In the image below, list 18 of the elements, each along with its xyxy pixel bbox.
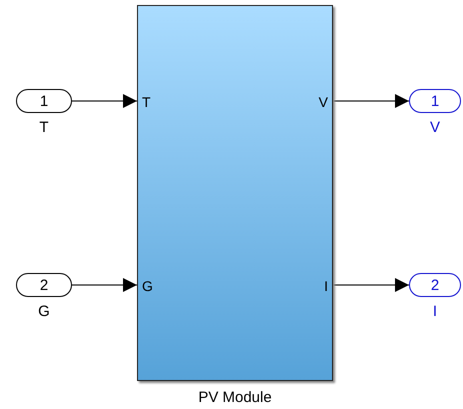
port-label: T	[142, 94, 151, 110]
port-label: G	[142, 278, 153, 294]
block-name: PV Module	[198, 389, 272, 406]
port-name: T	[39, 119, 49, 136]
signal-arrow	[72, 278, 138, 292]
outport-block: 1	[409, 89, 461, 113]
signal-arrow	[72, 94, 138, 108]
port-name: G	[38, 303, 50, 320]
port-name: V	[430, 119, 440, 136]
port-label: V	[318, 94, 328, 110]
subsystem-block	[137, 5, 333, 381]
inport-block: 2	[16, 273, 72, 297]
port-label: I	[324, 278, 328, 294]
signal-arrow	[332, 94, 410, 108]
inport-block: 1	[16, 89, 72, 113]
outport-block: 2	[409, 273, 461, 297]
port-name: I	[432, 303, 438, 320]
signal-arrow	[332, 278, 410, 292]
